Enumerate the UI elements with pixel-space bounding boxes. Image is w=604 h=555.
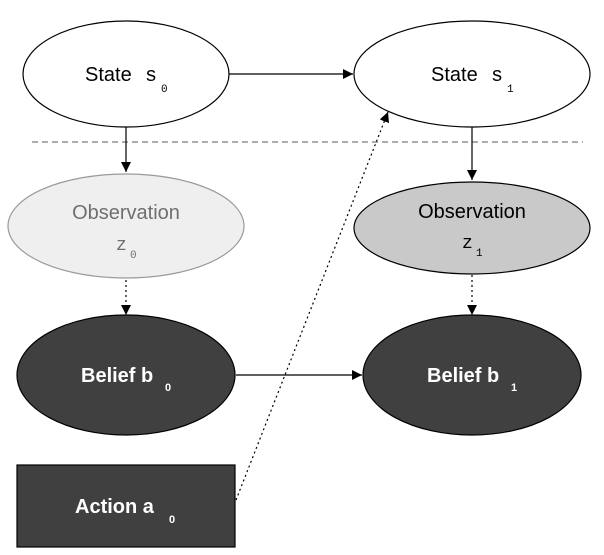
observation-0-label: Observation (72, 202, 180, 224)
node-state-0: State s 0 (22, 20, 230, 128)
observation-0-shape (7, 173, 245, 279)
node-observation-1: Observation z 1 (353, 181, 591, 275)
edge-action0-to-state1 (235, 111, 390, 501)
state-1-shape (353, 20, 591, 128)
belief-0-label: Belief b (81, 365, 153, 387)
node-action-0: Action a 0 (16, 464, 236, 548)
state-1-label: State (431, 64, 478, 86)
node-observation-0: Observation z 0 (7, 173, 245, 279)
state-0-var: s (145, 65, 157, 88)
state-0-shape (22, 20, 230, 128)
observation-1-label: Observation (418, 201, 526, 223)
state-1-var: s (491, 65, 503, 88)
state-0-subscript: 0 (161, 84, 168, 96)
state-0-label: State (85, 64, 132, 86)
belief-1-subscript: 1 (511, 382, 517, 394)
belief-0-shape (16, 314, 236, 436)
node-state-1: State s 1 (353, 20, 591, 128)
action-0-subscript: 0 (169, 514, 175, 526)
observation-0-var: z (116, 236, 127, 256)
state-1-subscript: 1 (507, 84, 514, 96)
observation-1-subscript: 1 (476, 248, 483, 260)
belief-0-subscript: 0 (165, 382, 171, 394)
observation-0-subscript: 0 (130, 250, 137, 262)
observation-1-shape (353, 181, 591, 275)
belief-1-shape (362, 314, 582, 436)
observation-1-var: z (462, 234, 473, 254)
node-belief-1: Belief b 1 (362, 314, 582, 436)
action-0-label: Action a (75, 496, 155, 518)
belief-1-label: Belief b (427, 365, 499, 387)
action-0-shape (16, 464, 236, 548)
node-belief-0: Belief b 0 (16, 314, 236, 436)
